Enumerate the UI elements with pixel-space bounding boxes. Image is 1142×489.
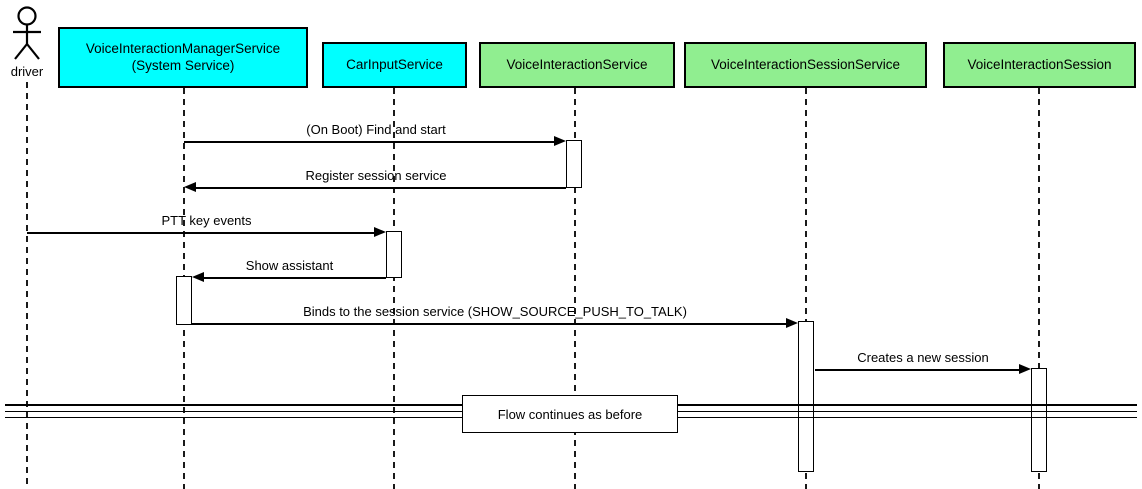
lifeline-driver: [26, 82, 28, 489]
arrowhead-left-icon: [192, 272, 204, 282]
lifeline-voiceinteractionsession: [1038, 88, 1040, 489]
message-register-session-service-label: Register session service: [305, 168, 447, 183]
actor-label: driver: [10, 64, 44, 79]
participant-carinputservice: CarInputService: [322, 42, 467, 88]
message-show-assistant-label: Show assistant: [245, 258, 334, 273]
activation-voiceinteractionsession: [1031, 368, 1047, 472]
message-show-assistant-line: [203, 277, 386, 279]
message-on-boot-find-and-start-label: (On Boot) Find and start: [306, 122, 446, 137]
activation-carinputservice: [386, 231, 402, 278]
activation-voiceinteractionsessionservice: [798, 321, 814, 472]
arrowhead-right-icon: [1019, 364, 1031, 374]
arrowhead-left-icon: [184, 182, 196, 192]
message-on-boot-find-and-start-line: [184, 141, 556, 143]
participant-voiceinteractionservice: VoiceInteractionService: [479, 42, 675, 88]
arrowhead-right-icon: [554, 136, 566, 146]
message-binds-to-session-service-label: Binds to the session service (SHOW_SOURC…: [303, 304, 687, 319]
message-register-session-service-line: [195, 187, 566, 189]
lifeline-carinputservice: [393, 88, 395, 489]
divider-flow-continues-box: Flow continues as before: [462, 395, 678, 433]
participant-voiceinteractionmanagerservice: VoiceInteractionManagerService (System S…: [58, 27, 308, 88]
arrowhead-right-icon: [786, 318, 798, 328]
lifeline-voiceinteractionservice: [574, 88, 576, 489]
participant-voiceinteractionsession: VoiceInteractionSession: [943, 42, 1136, 88]
message-ptt-key-events-line: [27, 232, 375, 234]
message-binds-to-session-service-line: [192, 323, 786, 325]
message-ptt-key-events-label: PTT key events: [161, 213, 252, 228]
actor-person-icon: [13, 6, 41, 60]
activation-voiceinteractionservice: [566, 140, 582, 188]
lifeline-voiceinteractionsessionservice: [805, 88, 807, 489]
message-creates-new-session-line: [815, 369, 1019, 371]
activation-voiceinteractionmanagerservice: [176, 276, 192, 325]
arrowhead-right-icon: [374, 227, 386, 237]
participant-voiceinteractionsessionservice: VoiceInteractionSessionService: [684, 42, 927, 88]
message-creates-new-session-label: Creates a new session: [857, 350, 989, 365]
